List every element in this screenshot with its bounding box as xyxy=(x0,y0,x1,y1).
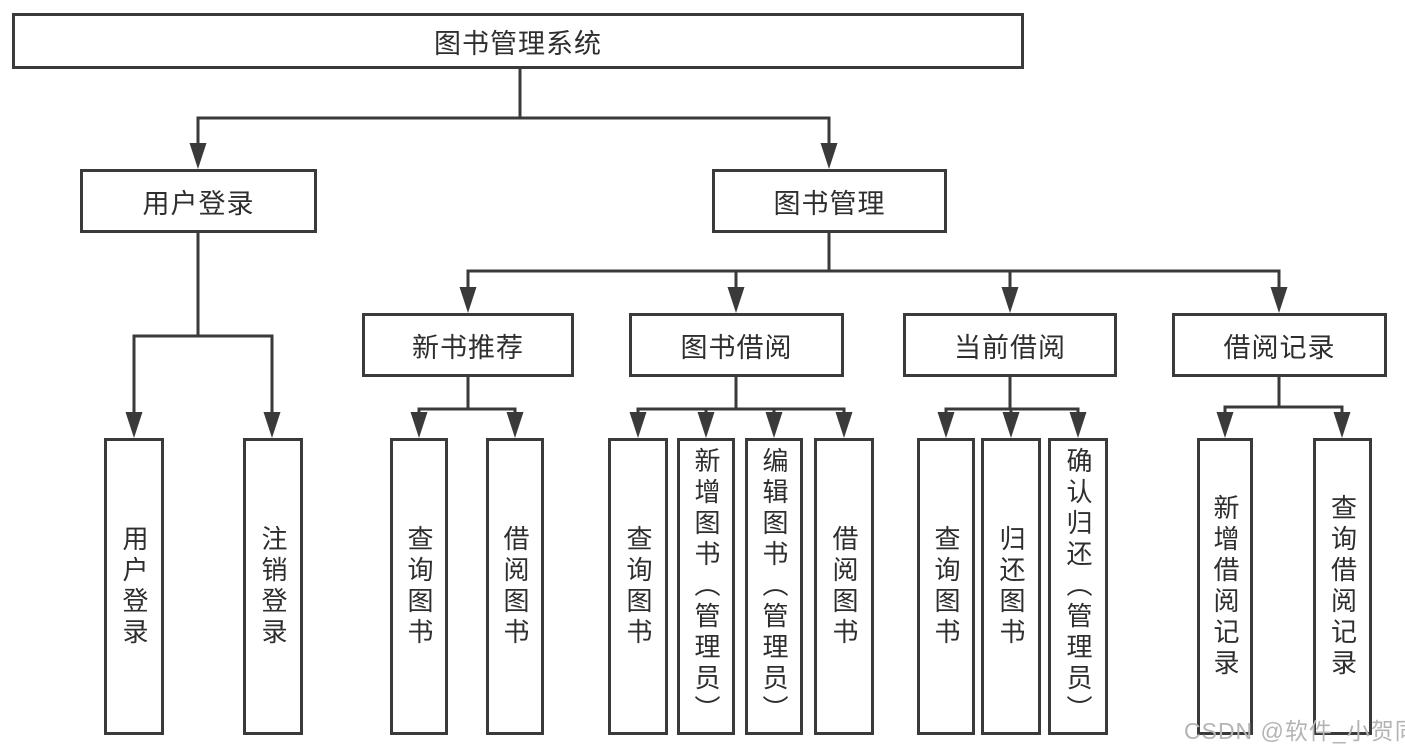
leaf-borrow-books: 借阅图书 xyxy=(814,438,874,735)
leaf-borrow-books-label: 借阅图书 xyxy=(829,524,859,649)
node-borrow-records-label: 借阅记录 xyxy=(1223,332,1336,363)
node-user-login-label: 用户登录 xyxy=(142,188,255,219)
leaf-add-book-admin: 新增图书（管理员） xyxy=(677,438,735,735)
leaf-borrow-books-recommend-label: 借阅图书 xyxy=(500,524,530,649)
leaf-add-borrow-record: 新增借阅记录 xyxy=(1197,438,1253,735)
leaf-query-books-current: 查询图书 xyxy=(917,438,975,735)
leaf-query-books-borrow-label: 查询图书 xyxy=(623,524,653,649)
leaf-add-borrow-record-label: 新增借阅记录 xyxy=(1210,493,1240,680)
node-borrow-records: 借阅记录 xyxy=(1172,313,1387,377)
node-book-management-label: 图书管理 xyxy=(773,188,886,219)
node-current-borrow-label: 当前借阅 xyxy=(954,332,1066,363)
leaf-logout-label: 注销登录 xyxy=(258,524,288,649)
leaf-user-login: 用户登录 xyxy=(104,438,164,735)
node-book-borrow-label: 图书借阅 xyxy=(680,332,793,363)
leaf-query-books-borrow: 查询图书 xyxy=(608,438,668,735)
node-book-borrow: 图书借阅 xyxy=(629,313,844,377)
leaf-query-books-recommend-label: 查询图书 xyxy=(404,524,434,649)
leaf-logout: 注销登录 xyxy=(243,438,303,735)
leaf-user-login-label: 用户登录 xyxy=(119,524,149,649)
arrowheads xyxy=(125,143,1351,438)
leaf-query-borrow-record-label: 查询借阅记录 xyxy=(1327,493,1358,680)
node-book-management: 图书管理 xyxy=(712,169,947,233)
node-user-login: 用户登录 xyxy=(80,169,317,233)
leaf-edit-book-admin: 编辑图书（管理员） xyxy=(745,438,803,735)
node-current-borrow: 当前借阅 xyxy=(903,313,1117,377)
leaf-confirm-return-admin: 确认归还（管理员） xyxy=(1048,438,1108,735)
leaf-query-books-current-label: 查询图书 xyxy=(931,524,961,649)
node-root-label: 图书管理系统 xyxy=(434,28,602,59)
leaf-edit-book-admin-label: 编辑图书（管理员） xyxy=(759,447,789,726)
leaf-add-book-admin-label: 新增图书（管理员） xyxy=(691,447,721,726)
node-new-book-recommend-label: 新书推荐 xyxy=(412,332,524,363)
leaf-query-books-recommend: 查询图书 xyxy=(390,438,448,735)
leaf-borrow-books-recommend: 借阅图书 xyxy=(486,438,544,735)
leaf-query-borrow-record: 查询借阅记录 xyxy=(1313,438,1372,735)
node-root: 图书管理系统 xyxy=(12,13,1024,69)
leaf-confirm-return-admin-label: 确认归还（管理员） xyxy=(1063,447,1093,726)
leaf-return-book: 归还图书 xyxy=(981,438,1041,735)
node-new-book-recommend: 新书推荐 xyxy=(362,313,574,377)
leaf-return-book-label: 归还图书 xyxy=(996,524,1026,649)
